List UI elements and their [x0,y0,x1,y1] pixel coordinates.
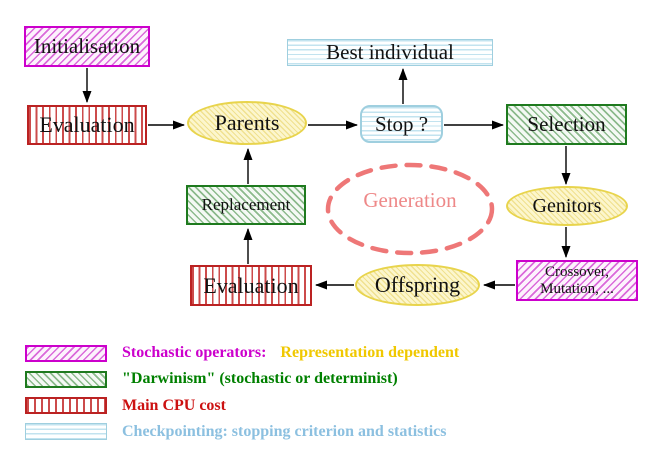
legend-label-stochastic-operators: Stochastic operators: [122,344,267,361]
legend-swatch-stochastic-operators [25,345,107,362]
legend-swatch-checkpointing [25,423,107,440]
node-stop-label: Stop ? [374,111,429,136]
node-genitors-label: Genitors [532,194,602,217]
node-initialisation: Initialisation [24,26,150,67]
legend-entry-stochastic-operators: Stochastic operators: Representation depe… [122,344,459,362]
node-evaluation-bottom-label: Evaluation [203,272,299,298]
node-parents: Parents [187,101,307,145]
node-best-individual: Best individual [287,39,493,66]
node-offspring-label: Offspring [374,272,461,297]
node-replacement: Replacement [186,185,306,225]
node-best-individual-label: Best individual [326,40,454,64]
node-stop: Stop ? [360,105,443,143]
legend-label-checkpointing: Checkpointing: stopping criterion and st… [122,423,447,440]
node-crossover-mutation: Crossover, Mutation, ... [516,260,638,301]
node-mutation-label: Mutation, ... [540,280,614,297]
node-evaluation-top: Evaluation [27,105,147,145]
node-initialisation-label: Initialisation [33,34,141,58]
legend-label-main-cpu-cost: Main CPU cost [122,397,226,414]
legend-label-representation-dependent: Representation dependent [280,344,460,361]
node-parents-label: Parents [214,110,280,135]
legend-swatch-darwinism [25,371,107,388]
node-evaluation-bottom: Evaluation [190,265,312,306]
node-selection: Selection [506,104,627,145]
legend-swatch-main-cpu-cost [25,397,107,414]
node-replacement-label: Replacement [201,195,291,214]
node-selection-label: Selection [527,112,606,136]
legend-label-darwinism: "Darwinism" (stochastic or determinist) [122,370,398,387]
node-offspring: Offspring [355,264,480,306]
node-generation-label: Generation [363,188,457,212]
node-crossover-label: Crossover, [545,263,609,280]
node-genitors: Genitors [506,186,628,226]
node-evaluation-top-label: Evaluation [39,112,135,137]
